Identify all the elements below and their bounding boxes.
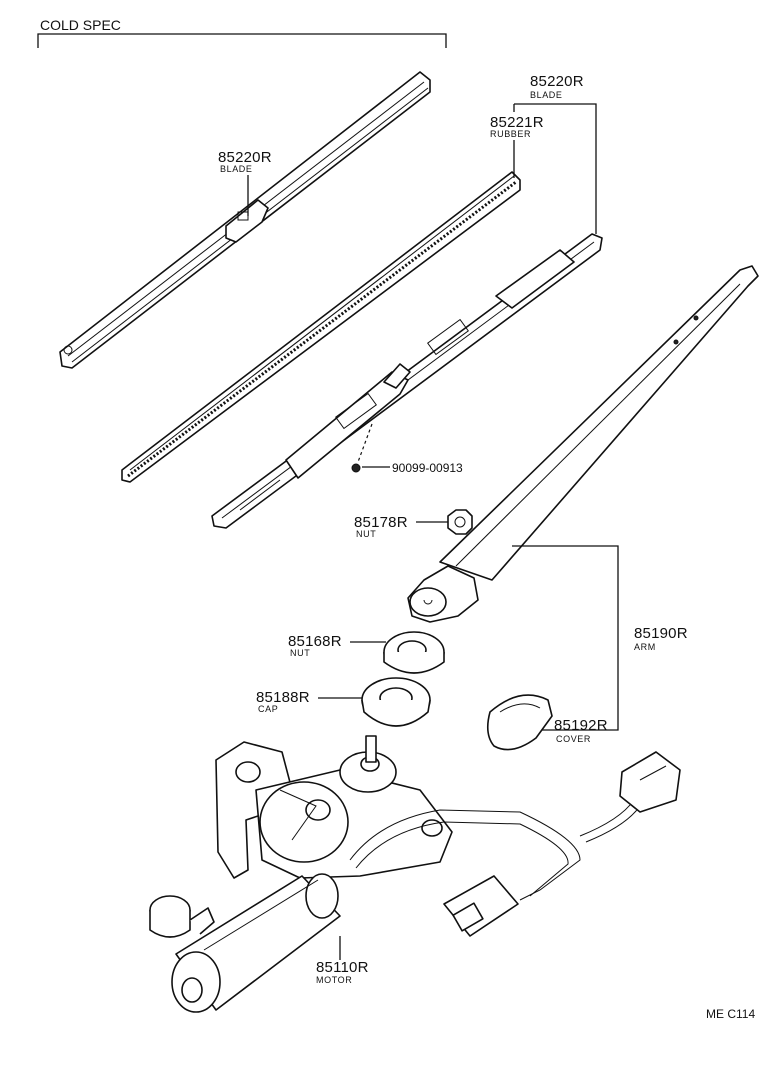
nut-small-number: 85178R	[354, 514, 408, 531]
cap-number: 85188R	[256, 689, 310, 706]
arm-name: ARM	[634, 642, 656, 652]
blade-top-name: BLADE	[530, 90, 563, 100]
motor-assembly	[149, 735, 681, 1013]
label-blade-left: 85220R BLADE	[218, 149, 272, 174]
label-blade-top: 85220R BLADE	[530, 73, 584, 100]
blade-cold-spec	[59, 71, 431, 369]
nut-small-name: NUT	[356, 529, 376, 539]
diagram-code: ME C114	[706, 1007, 755, 1021]
nut-small-part	[447, 509, 473, 535]
label-nut-small: 85178R NUT	[354, 514, 408, 539]
clip-number: 90099-00913	[392, 461, 463, 475]
cover-part	[486, 694, 553, 751]
label-cover: 85192R COVER	[554, 717, 608, 744]
rubber-number: 85221R	[490, 114, 544, 131]
blade-left-number: 85220R	[218, 149, 272, 166]
cover-name: COVER	[556, 734, 591, 744]
nut-large-part	[383, 631, 445, 674]
cover-number: 85192R	[554, 717, 608, 734]
label-motor: 85110R MOTOR	[316, 959, 369, 985]
leader-clip-dashed	[357, 423, 373, 463]
nut-large-number: 85168R	[288, 633, 342, 650]
label-nut-large: 85168R NUT	[288, 633, 342, 658]
cap-name: CAP	[258, 704, 278, 714]
blade-main	[211, 233, 603, 529]
cap-part	[361, 677, 431, 727]
nut-large-name: NUT	[290, 648, 310, 658]
cold-spec-bracket: COLD SPEC	[37, 17, 447, 48]
blade-top-number: 85220R	[530, 73, 584, 90]
label-rubber: 85221R RUBBER	[490, 114, 544, 139]
rubber-name: RUBBER	[490, 129, 531, 139]
motor-name: MOTOR	[316, 975, 352, 985]
blade-left-name: BLADE	[220, 164, 253, 174]
arm-number: 85190R	[634, 625, 688, 642]
label-arm: 85190R ARM	[634, 625, 688, 652]
leader-arm-bracket	[512, 545, 619, 731]
wiper-arm	[407, 265, 759, 623]
cold-spec-title: COLD SPEC	[40, 17, 121, 33]
rubber-strip	[121, 171, 521, 483]
clip-part	[351, 463, 361, 473]
leader-blade-top	[514, 103, 597, 234]
motor-number: 85110R	[316, 959, 369, 976]
label-cap: 85188R CAP	[256, 689, 310, 714]
